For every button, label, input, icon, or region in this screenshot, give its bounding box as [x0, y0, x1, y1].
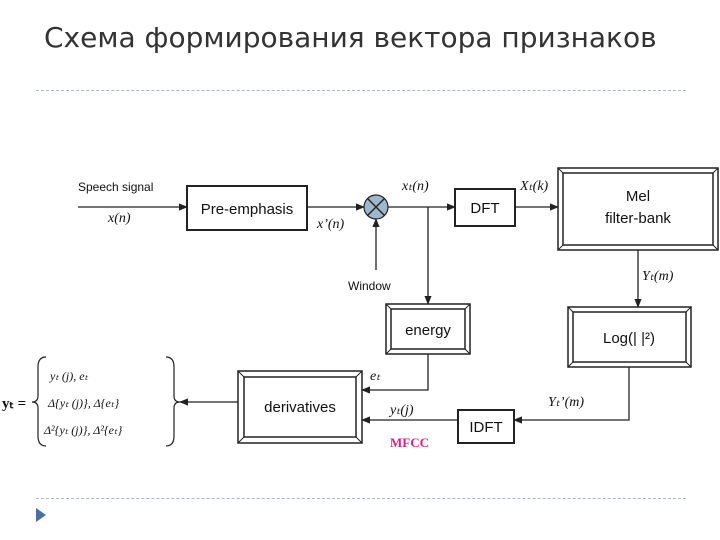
mel-label: Mel [626, 188, 650, 205]
mfcc-label: MFCC [390, 435, 429, 450]
formula-lhs: yₜ = [2, 396, 26, 412]
formula-right-brace [165, 356, 181, 447]
Yt-label: Yₜ(m) [642, 269, 674, 284]
idft-label: IDFT [469, 419, 502, 436]
x-n-label: x(n) [107, 211, 131, 226]
mel-filter-bank-block: Mel filter-bank [557, 167, 719, 251]
x-prime-label: x’(n) [316, 217, 345, 232]
derivatives-label: derivatives [264, 399, 336, 416]
formula-row-2: Δ{yₜ (j)}, Δ{eₜ} [47, 396, 119, 410]
xt-label: xₜ(n) [401, 179, 429, 194]
derivatives-block: derivatives [237, 370, 363, 444]
footer-divider [36, 498, 686, 499]
Xt-label: Xₜ(k) [519, 179, 549, 194]
energy-block: energy [385, 303, 471, 355]
log-block: Log(| |²) [567, 306, 692, 368]
formula-row-3: Δ²{yₜ (j)}, Δ²{eₜ} [43, 423, 123, 437]
formula-row-1: yₜ (j), eₜ [49, 369, 89, 383]
filter-bank-label: filter-bank [605, 210, 671, 227]
triangle-bullet-icon [36, 508, 46, 522]
title-divider [36, 90, 686, 91]
formula-left-brace [31, 356, 47, 447]
pre-emphasis-label: Pre-emphasis [201, 201, 294, 218]
window-multiplier [363, 194, 389, 220]
speech-signal-label: Speech signal [78, 180, 153, 194]
dft-label: DFT [470, 200, 499, 217]
feature-vector-formula: yₜ = yₜ (j), eₜ Δ{yₜ (j)}, Δ{eₜ} Δ²{yₜ (… [2, 356, 181, 447]
yt-j-label: yₜ(j) [388, 403, 414, 418]
slide-title: Схема формирования вектора признаков [44, 21, 657, 54]
pre-emphasis-block: Pre-emphasis [186, 185, 308, 231]
et-label: eₜ [370, 369, 381, 384]
idft-block: IDFT [457, 409, 515, 444]
window-label: Window [348, 279, 391, 293]
connectors [78, 203, 642, 424]
log-label: Log(| |²) [603, 330, 655, 347]
energy-label: energy [405, 322, 451, 339]
Yt-prime-label: Yₜ’(m) [548, 395, 584, 410]
dft-block: DFT [454, 188, 516, 227]
